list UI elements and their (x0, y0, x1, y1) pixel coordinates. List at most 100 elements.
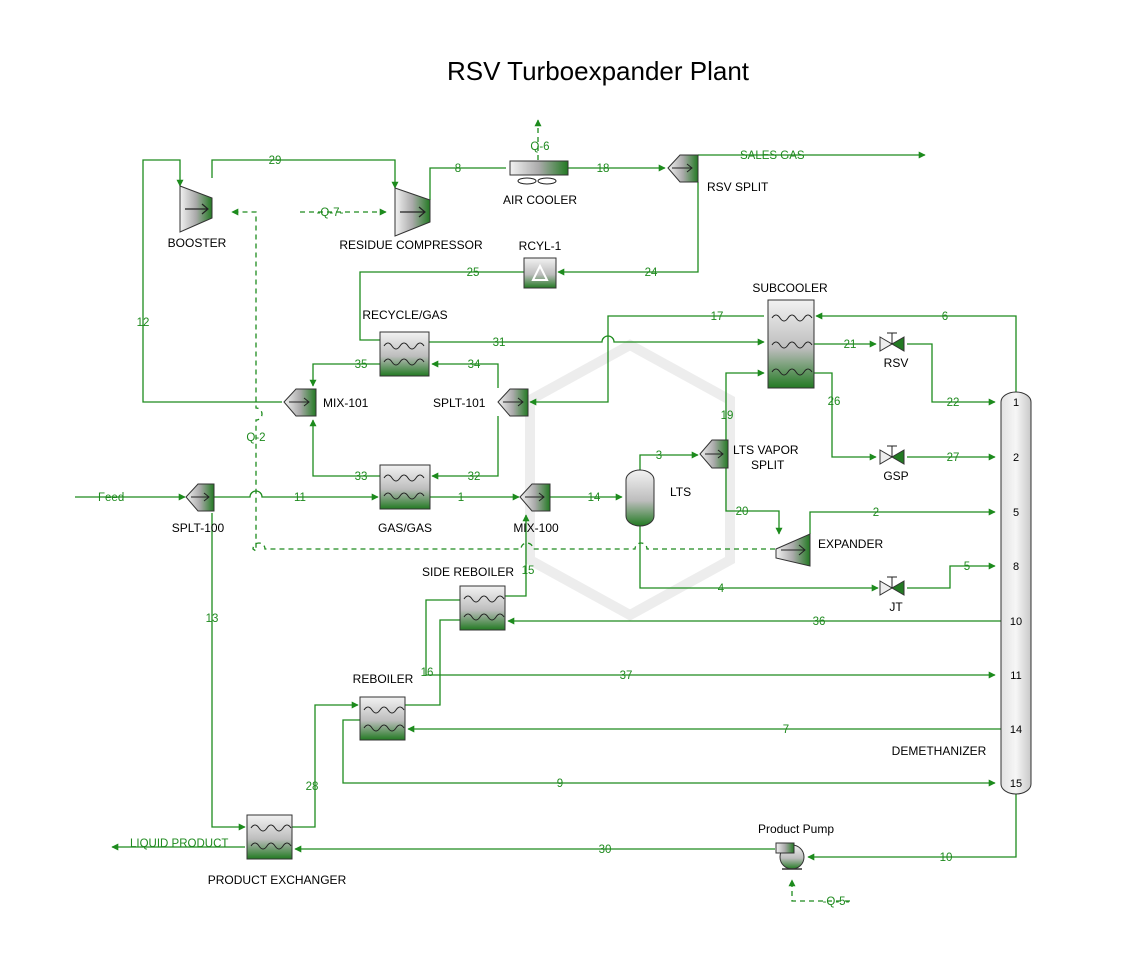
energy-q5-label: -Q-5- (823, 896, 850, 908)
label-expander: EXPANDER (818, 537, 883, 551)
label-residue-compressor: RESIDUE COMPRESSOR (339, 238, 483, 252)
stream-10-label: 10 (940, 852, 953, 864)
energy-q2-label: Q-2 (246, 432, 265, 444)
label-splt101: SPLT-101 (433, 396, 486, 410)
stream-28-label: 28 (306, 781, 319, 793)
feed-label: Feed (98, 492, 124, 504)
stream-6-label: 6 (942, 311, 948, 323)
label-air-cooler: AIR COOLER (503, 193, 577, 207)
rsv-valve[interactable] (879, 332, 905, 352)
tray-label: 2 (1013, 452, 1019, 464)
tray-label: 1 (1013, 397, 1019, 409)
label-lts: LTS (670, 485, 691, 499)
reboiler-exchanger[interactable] (359, 696, 406, 741)
label-subcooler: SUBCOOLER (752, 281, 828, 295)
stream-31-label: 31 (493, 337, 506, 349)
stream-12-label: 12 (137, 317, 150, 329)
air-cooler[interactable] (509, 160, 569, 185)
sales-gas-label: SALES GAS (740, 150, 805, 162)
label-lts-vapor: LTS VAPOR (733, 443, 799, 457)
subcooler-exchanger[interactable] (767, 299, 815, 389)
unit-labels: BOOSTER RESIDUE COMPRESSOR AIR COOLER RS… (168, 180, 987, 887)
liquid-product-label: LIQUID PRODUCT (130, 838, 228, 850)
lts-vapor-splitter[interactable] (699, 439, 729, 469)
lts-separator[interactable] (625, 469, 655, 527)
label-lts-vapor-split: SPLIT (751, 458, 785, 472)
label-rsv-split: RSV SPLIT (707, 180, 769, 194)
label-demethanizer: DEMETHANIZER (892, 744, 987, 758)
stream-8-label: 8 (455, 163, 461, 175)
stream-lines (75, 119, 1017, 902)
stream-33-label: 33 (355, 471, 368, 483)
mix101-mixer[interactable] (283, 388, 317, 417)
stream-18-label: 18 (597, 163, 610, 175)
residue-compressor[interactable] (394, 187, 431, 237)
stream-21-label: 21 (844, 339, 857, 351)
label-booster: BOOSTER (168, 236, 227, 250)
rsv-split-tee[interactable] (667, 154, 699, 183)
stream-11-label: 11 (294, 492, 306, 504)
gas-gas-exchanger[interactable] (379, 464, 431, 510)
stream-14-label: 14 (588, 492, 601, 504)
stream-9-label: 9 (557, 778, 563, 790)
label-splt100: SPLT-100 (172, 521, 225, 535)
label-recycle-gas: RECYCLE/GAS (362, 308, 447, 322)
page-title: RSV Turboexpander Plant (447, 56, 750, 86)
stream-16-label: 16 (421, 667, 434, 679)
stream-4-label: 4 (718, 583, 725, 595)
label-product-pump: Product Pump (758, 822, 834, 836)
stream-7-label: 7 (783, 724, 789, 736)
turbo-expander[interactable] (775, 533, 811, 567)
splt101-splitter[interactable] (497, 388, 529, 417)
stream-labels: 29 8 18 Q-6 -Q-7- SALES GAS 25 24 12 17 … (98, 141, 970, 908)
tray-label: 14 (1010, 724, 1022, 736)
stream-32-label: 32 (468, 471, 481, 483)
stream-25-label: 25 (467, 267, 480, 279)
stream-30-label: 30 (599, 844, 612, 856)
jt-valve[interactable] (879, 576, 905, 596)
stream-17-label: 17 (711, 311, 724, 323)
tray-label: 10 (1010, 616, 1022, 628)
product-pump[interactable] (775, 842, 805, 870)
booster-compressor[interactable] (179, 185, 213, 233)
stream-1-label: 1 (458, 492, 464, 504)
stream-20-label: 20 (736, 506, 749, 518)
mix100-mixer[interactable] (519, 483, 551, 512)
side-reboiler-exchanger[interactable] (459, 585, 506, 631)
label-product-exchanger: PRODUCT EXCHANGER (208, 873, 347, 887)
label-gsp-valve: GSP (883, 469, 908, 483)
stream-37-label: 37 (620, 670, 633, 682)
stream-34-label: 34 (468, 359, 481, 371)
stream-19-label: 19 (721, 410, 734, 422)
label-rcyl: RCYL-1 (519, 239, 562, 253)
tray-label: 11 (1010, 670, 1021, 682)
tray-label: 5 (1013, 507, 1019, 519)
stream-15-label: 15 (522, 565, 535, 577)
label-mix100: MIX-100 (513, 521, 559, 535)
energy-q7-label: -Q-7- (317, 207, 344, 219)
stream-2-label: 2 (873, 507, 879, 519)
stream-27-label: 27 (947, 452, 960, 464)
label-reboiler: REBOILER (353, 672, 414, 686)
recycle-block-rcyl[interactable] (523, 257, 557, 289)
stream-22-label: 22 (947, 397, 960, 409)
stream-3-label: 3 (656, 450, 662, 462)
demethanizer-column[interactable] (1000, 391, 1032, 795)
stream-36-label: 36 (813, 616, 826, 628)
product-exchanger[interactable] (246, 814, 293, 860)
tray-label: 15 (1010, 778, 1022, 790)
label-jt-valve: JT (889, 600, 903, 614)
label-gas-gas: GAS/GAS (378, 521, 432, 535)
gsp-valve[interactable] (879, 445, 905, 465)
label-side-reboiler: SIDE REBOILER (422, 565, 514, 579)
splt100-splitter[interactable] (185, 483, 215, 512)
recycle-gas-exchanger[interactable] (379, 331, 430, 377)
label-mix101: MIX-101 (323, 396, 369, 410)
column-tray-labels: 1 2 5 8 10 11 14 15 (1010, 397, 1022, 790)
stream-29-label: 29 (269, 155, 282, 167)
stream-13-label: 13 (206, 613, 219, 625)
tray-label: 8 (1013, 561, 1019, 573)
stream-35-label: 35 (355, 359, 368, 371)
label-rsv-valve: RSV (884, 356, 909, 370)
